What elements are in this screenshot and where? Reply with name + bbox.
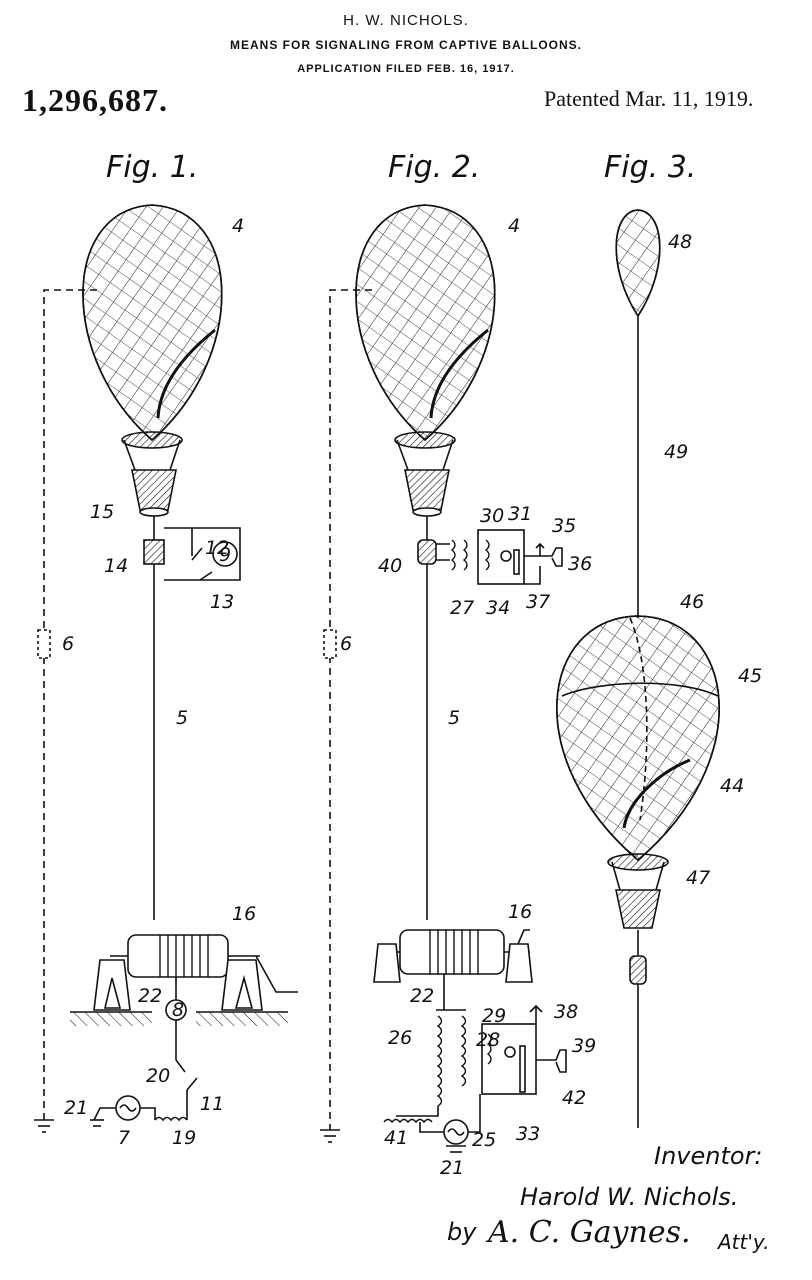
fig1-ref: 7 (118, 1127, 130, 1149)
fig2-ref: 5 (448, 707, 460, 729)
fig1-ref: 4 (232, 215, 244, 237)
patent-date: Patented Mar. 11, 1919. (544, 86, 754, 111)
fig2-ref: 29 (482, 1005, 506, 1027)
inventor-name: Harold W. Nichols. (520, 1183, 739, 1211)
fig1-coil-14 (143, 539, 165, 565)
patent-number: 1,296,687. (22, 82, 168, 118)
fig2-ref: 21 (440, 1157, 464, 1179)
fig2-basket (404, 469, 450, 511)
fig1-ref: 19 (172, 1127, 196, 1149)
fig1-ref: 22 (138, 985, 162, 1007)
fig1-ref: 15 (90, 501, 114, 523)
header-inventor-name: H. W. NICHOLS. (343, 12, 469, 29)
inventor-label: Inventor: (654, 1142, 763, 1170)
fig2-ref: 6 (340, 633, 352, 655)
fig3-basket (615, 889, 661, 929)
fig2-ref: 4 (508, 215, 520, 237)
fig2-ref: 27 (450, 597, 474, 619)
fig3-ref: 49 (664, 441, 688, 463)
by-label: by (447, 1218, 477, 1246)
fig3-ref: 45 (738, 665, 762, 687)
fig2-ref: 38 (554, 1001, 578, 1023)
fig2-ref: 36 (568, 553, 592, 575)
fig1-ref: 16 (232, 903, 256, 925)
fig-2-refs: 4 30 31 35 36 40 27 34 37 6 5 16 22 26 2… (340, 215, 596, 1179)
header-application-date: APPLICATION FILED FEB. 16, 1917. (297, 63, 515, 75)
fig3-ref: 47 (686, 867, 710, 889)
fig1-ref: 14 (104, 555, 128, 577)
fig2-ref: 34 (486, 597, 510, 619)
fig2-ref: 26 (388, 1027, 412, 1049)
fig1-ref: 21 (64, 1097, 88, 1119)
fig1-winch-drum (127, 934, 229, 978)
fig2-ref: 37 (526, 591, 550, 613)
fig1-basket (131, 469, 177, 511)
header-title: MEANS FOR SIGNALING FROM CAPTIVE BALLOON… (229, 38, 582, 52)
fig-1-refs: 4 15 14 12 9 13 6 5 16 22 8 20 11 21 7 1… (62, 215, 256, 1149)
fig2-ref: 40 (378, 555, 402, 577)
fig1-ref: 20 (146, 1065, 170, 1087)
attorney-signature: A. C. Gaynes. (488, 1215, 691, 1250)
fig2-coil-40 (417, 539, 437, 565)
fig-3-drawing (556, 209, 720, 1128)
fig-2-drawing (320, 204, 567, 1153)
fig1-ref: 13 (210, 591, 234, 613)
fig3-large-balloon (556, 615, 720, 862)
fig1-ref: 5 (176, 707, 188, 729)
fig1-balloon-envelope (82, 204, 223, 442)
fig2-ref: 22 (410, 985, 434, 1007)
fig2-ref: 16 (508, 901, 532, 923)
attorney-abbr: Att'y. (718, 1230, 770, 1254)
fig1-ref: 11 (200, 1093, 224, 1115)
fig3-ref: 46 (680, 591, 704, 613)
fig2-winch-drum (399, 929, 505, 975)
fig1-ref: 12 (205, 537, 229, 559)
fig1-ref: 6 (62, 633, 74, 655)
fig2-ref: 42 (562, 1087, 586, 1109)
fig-2-label: Fig. 2. (388, 150, 481, 185)
fig3-ref: 44 (720, 775, 744, 797)
fig2-ref: 41 (384, 1127, 408, 1149)
fig3-small-balloon (615, 209, 661, 318)
fig1-ref: 8 (172, 999, 184, 1021)
fig2-ref: 35 (552, 515, 576, 537)
fig2-ref: 25 (472, 1129, 496, 1151)
fig2-ref: 30 (480, 505, 504, 527)
fig2-ref: 31 (508, 503, 532, 525)
fig2-ref: 33 (516, 1123, 540, 1145)
fig-3-label: Fig. 3. (604, 150, 697, 185)
fig2-balloon-envelope (355, 204, 496, 442)
fig2-ref: 28 (476, 1029, 500, 1051)
fig3-ref: 48 (668, 231, 692, 253)
fig-1-label: Fig. 1. (106, 150, 199, 185)
fig1-ref: 9 (219, 544, 231, 566)
fig-1-drawing (34, 204, 298, 1133)
fig-3-refs: 48 49 46 45 44 47 (664, 231, 762, 889)
fig2-ref: 39 (572, 1035, 596, 1057)
fig3-coil (629, 955, 647, 985)
fig1-meter-9 (212, 541, 238, 567)
